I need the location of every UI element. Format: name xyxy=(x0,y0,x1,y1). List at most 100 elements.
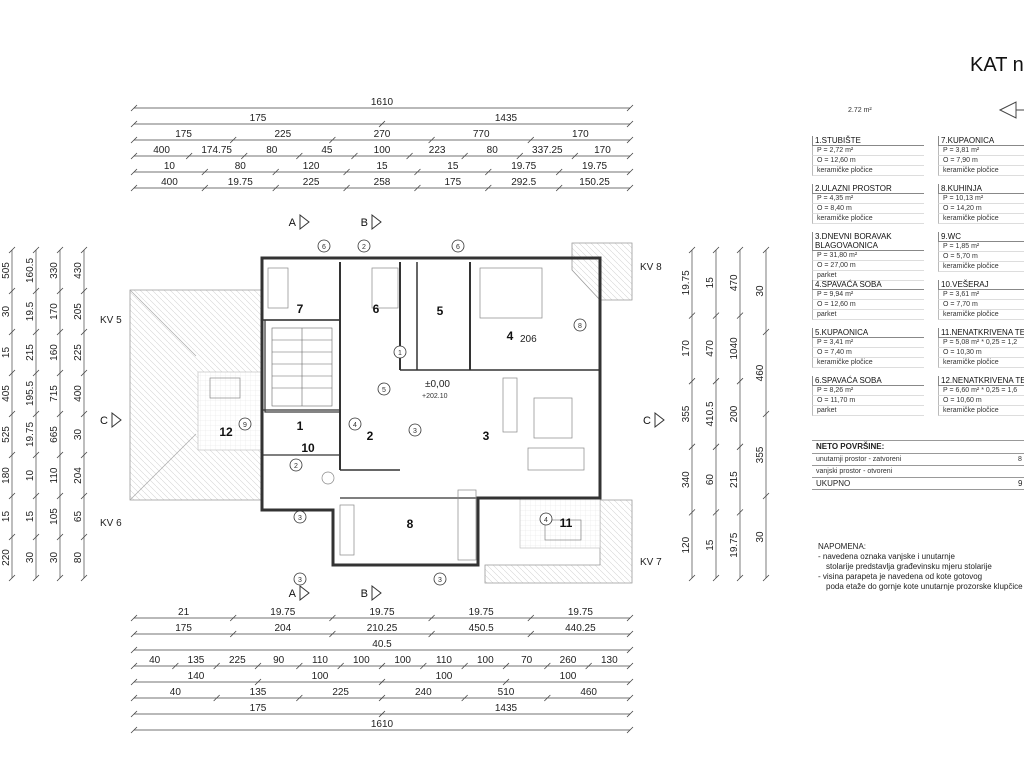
dimension-label: 225 xyxy=(73,344,84,361)
dimension-tick xyxy=(329,136,336,144)
dimension-label: 140 xyxy=(188,671,205,682)
dimension-tick xyxy=(502,662,510,670)
legend-area: P = 5,08 m² * 0,25 = 1,2 xyxy=(938,338,1024,348)
dimension-label: 105 xyxy=(49,508,60,525)
dimension-tick xyxy=(80,533,88,541)
dimension-label: 410.5 xyxy=(705,401,716,426)
section-arrow xyxy=(654,411,665,429)
legend-floor: keramičke pločice xyxy=(938,358,1024,368)
legend-room-name: 2.ULAZNI PROSTOR xyxy=(812,184,924,194)
dimension-label: 260 xyxy=(560,655,577,666)
dimension-label: 150.25 xyxy=(579,177,610,188)
legend-perimeter: O = 10,30 m xyxy=(938,348,1024,358)
dimension-label: 30 xyxy=(755,531,766,543)
notes-line: stolarije predstavlja građevinsku mjeru … xyxy=(826,562,992,571)
dimension-tick xyxy=(736,574,744,582)
dimension-tick xyxy=(8,410,16,418)
terrace-table-11 xyxy=(544,519,582,541)
dimension-label: 30 xyxy=(755,285,766,297)
dimension-label: 715 xyxy=(49,385,60,402)
dimension-label: 10 xyxy=(164,161,176,172)
legend-floor: parket xyxy=(812,406,924,416)
dimension-label: 225 xyxy=(274,129,291,140)
legend-room-name: 1.STUBIŠTE xyxy=(812,136,924,146)
dimension-tick xyxy=(626,630,634,638)
dimension-tick xyxy=(32,574,40,582)
dimension-label: 15 xyxy=(1,511,12,523)
legend-floor: keramičke pločice xyxy=(938,310,1024,320)
callout-marker xyxy=(573,318,587,332)
dimension-label: 19.75 xyxy=(729,532,740,557)
dimension-tick xyxy=(32,410,40,418)
dimension-tick xyxy=(32,369,40,377)
dimension-label: 30 xyxy=(49,552,60,564)
dimension-tick xyxy=(32,451,40,459)
dimension-label: 175 xyxy=(250,113,267,124)
callout-number: 2 xyxy=(362,244,366,251)
staircase xyxy=(271,327,333,407)
legend-floor: keramičke pločice xyxy=(938,262,1024,272)
dimension-label: 100 xyxy=(436,671,453,682)
section-label: A xyxy=(289,588,297,600)
dimension-label: 15 xyxy=(705,539,716,551)
room-number: 6 xyxy=(373,302,380,316)
dimension-tick xyxy=(428,614,435,622)
dimension-tick xyxy=(688,443,696,451)
dimension-label: 340 xyxy=(681,471,692,488)
dimension-label: 450.5 xyxy=(469,623,494,634)
dimension-tick xyxy=(8,533,16,541)
dimension-tick xyxy=(516,152,524,160)
legend-item: 11.NENATKRIVENA TERAP = 5,08 m² * 0,25 =… xyxy=(938,328,1024,368)
legend-perimeter: O = 12,60 m xyxy=(812,156,924,166)
legend-floor: parket xyxy=(812,310,924,320)
legend-perimeter: O = 10,60 m xyxy=(938,396,1024,406)
dimension-tick xyxy=(329,614,336,622)
left-dimension-lines: 505301540552518015220160.519.5215195.519… xyxy=(1,246,88,582)
dimension-tick xyxy=(626,726,634,734)
dimension-tick xyxy=(555,184,563,192)
dimension-label: 470 xyxy=(705,340,716,357)
room-number: 5 xyxy=(437,304,444,318)
legend-room-name: 3.DNEVNI BORAVAK BLAGOVAONICA xyxy=(812,232,924,251)
stair-core xyxy=(264,319,341,413)
dimension-tick xyxy=(130,710,138,718)
dimension-tick xyxy=(130,184,138,192)
dimension-tick xyxy=(343,168,350,176)
legend-area: P = 3,61 m² xyxy=(938,290,1024,300)
legend-floor: keramičke pločice xyxy=(938,166,1024,176)
callout-marker xyxy=(357,239,371,253)
dimension-label: 30 xyxy=(1,306,12,318)
callout-marker xyxy=(393,345,407,359)
legend-room-name: 10.VEŠERAJ xyxy=(938,280,1024,290)
dimension-tick xyxy=(56,287,64,295)
dimension-label: 21 xyxy=(178,607,190,618)
dimension-label: 215 xyxy=(729,471,740,488)
dimension-tick xyxy=(414,168,421,176)
dimension-tick xyxy=(8,574,16,582)
legend-room-name: 8.KUHINJA xyxy=(938,184,1024,194)
section-label: B xyxy=(361,217,368,229)
dimension-tick xyxy=(527,614,535,622)
dimension-label: 135 xyxy=(250,687,267,698)
dimension-label: 100 xyxy=(312,671,329,682)
dimension-tick xyxy=(80,451,88,459)
dimension-tick xyxy=(229,614,237,622)
legend-perimeter: O = 7,90 m xyxy=(938,156,1024,166)
dimension-tick xyxy=(736,509,744,516)
dimension-label: 270 xyxy=(374,129,391,140)
right-dimension-lines: 19.7517035534012015470410.56015470104020… xyxy=(681,246,770,582)
section-label: C xyxy=(100,415,108,427)
dimension-tick xyxy=(32,492,40,500)
dimension-tick xyxy=(527,630,535,638)
legend-area: P = 3,81 m² xyxy=(938,146,1024,156)
dimension-tick xyxy=(296,694,303,702)
dimension-tick xyxy=(762,410,770,418)
dimension-label: 15 xyxy=(1,347,12,359)
dimension-label: 19.75 xyxy=(228,177,253,188)
dimension-tick xyxy=(343,184,350,192)
dimension-label: 45 xyxy=(321,145,333,156)
